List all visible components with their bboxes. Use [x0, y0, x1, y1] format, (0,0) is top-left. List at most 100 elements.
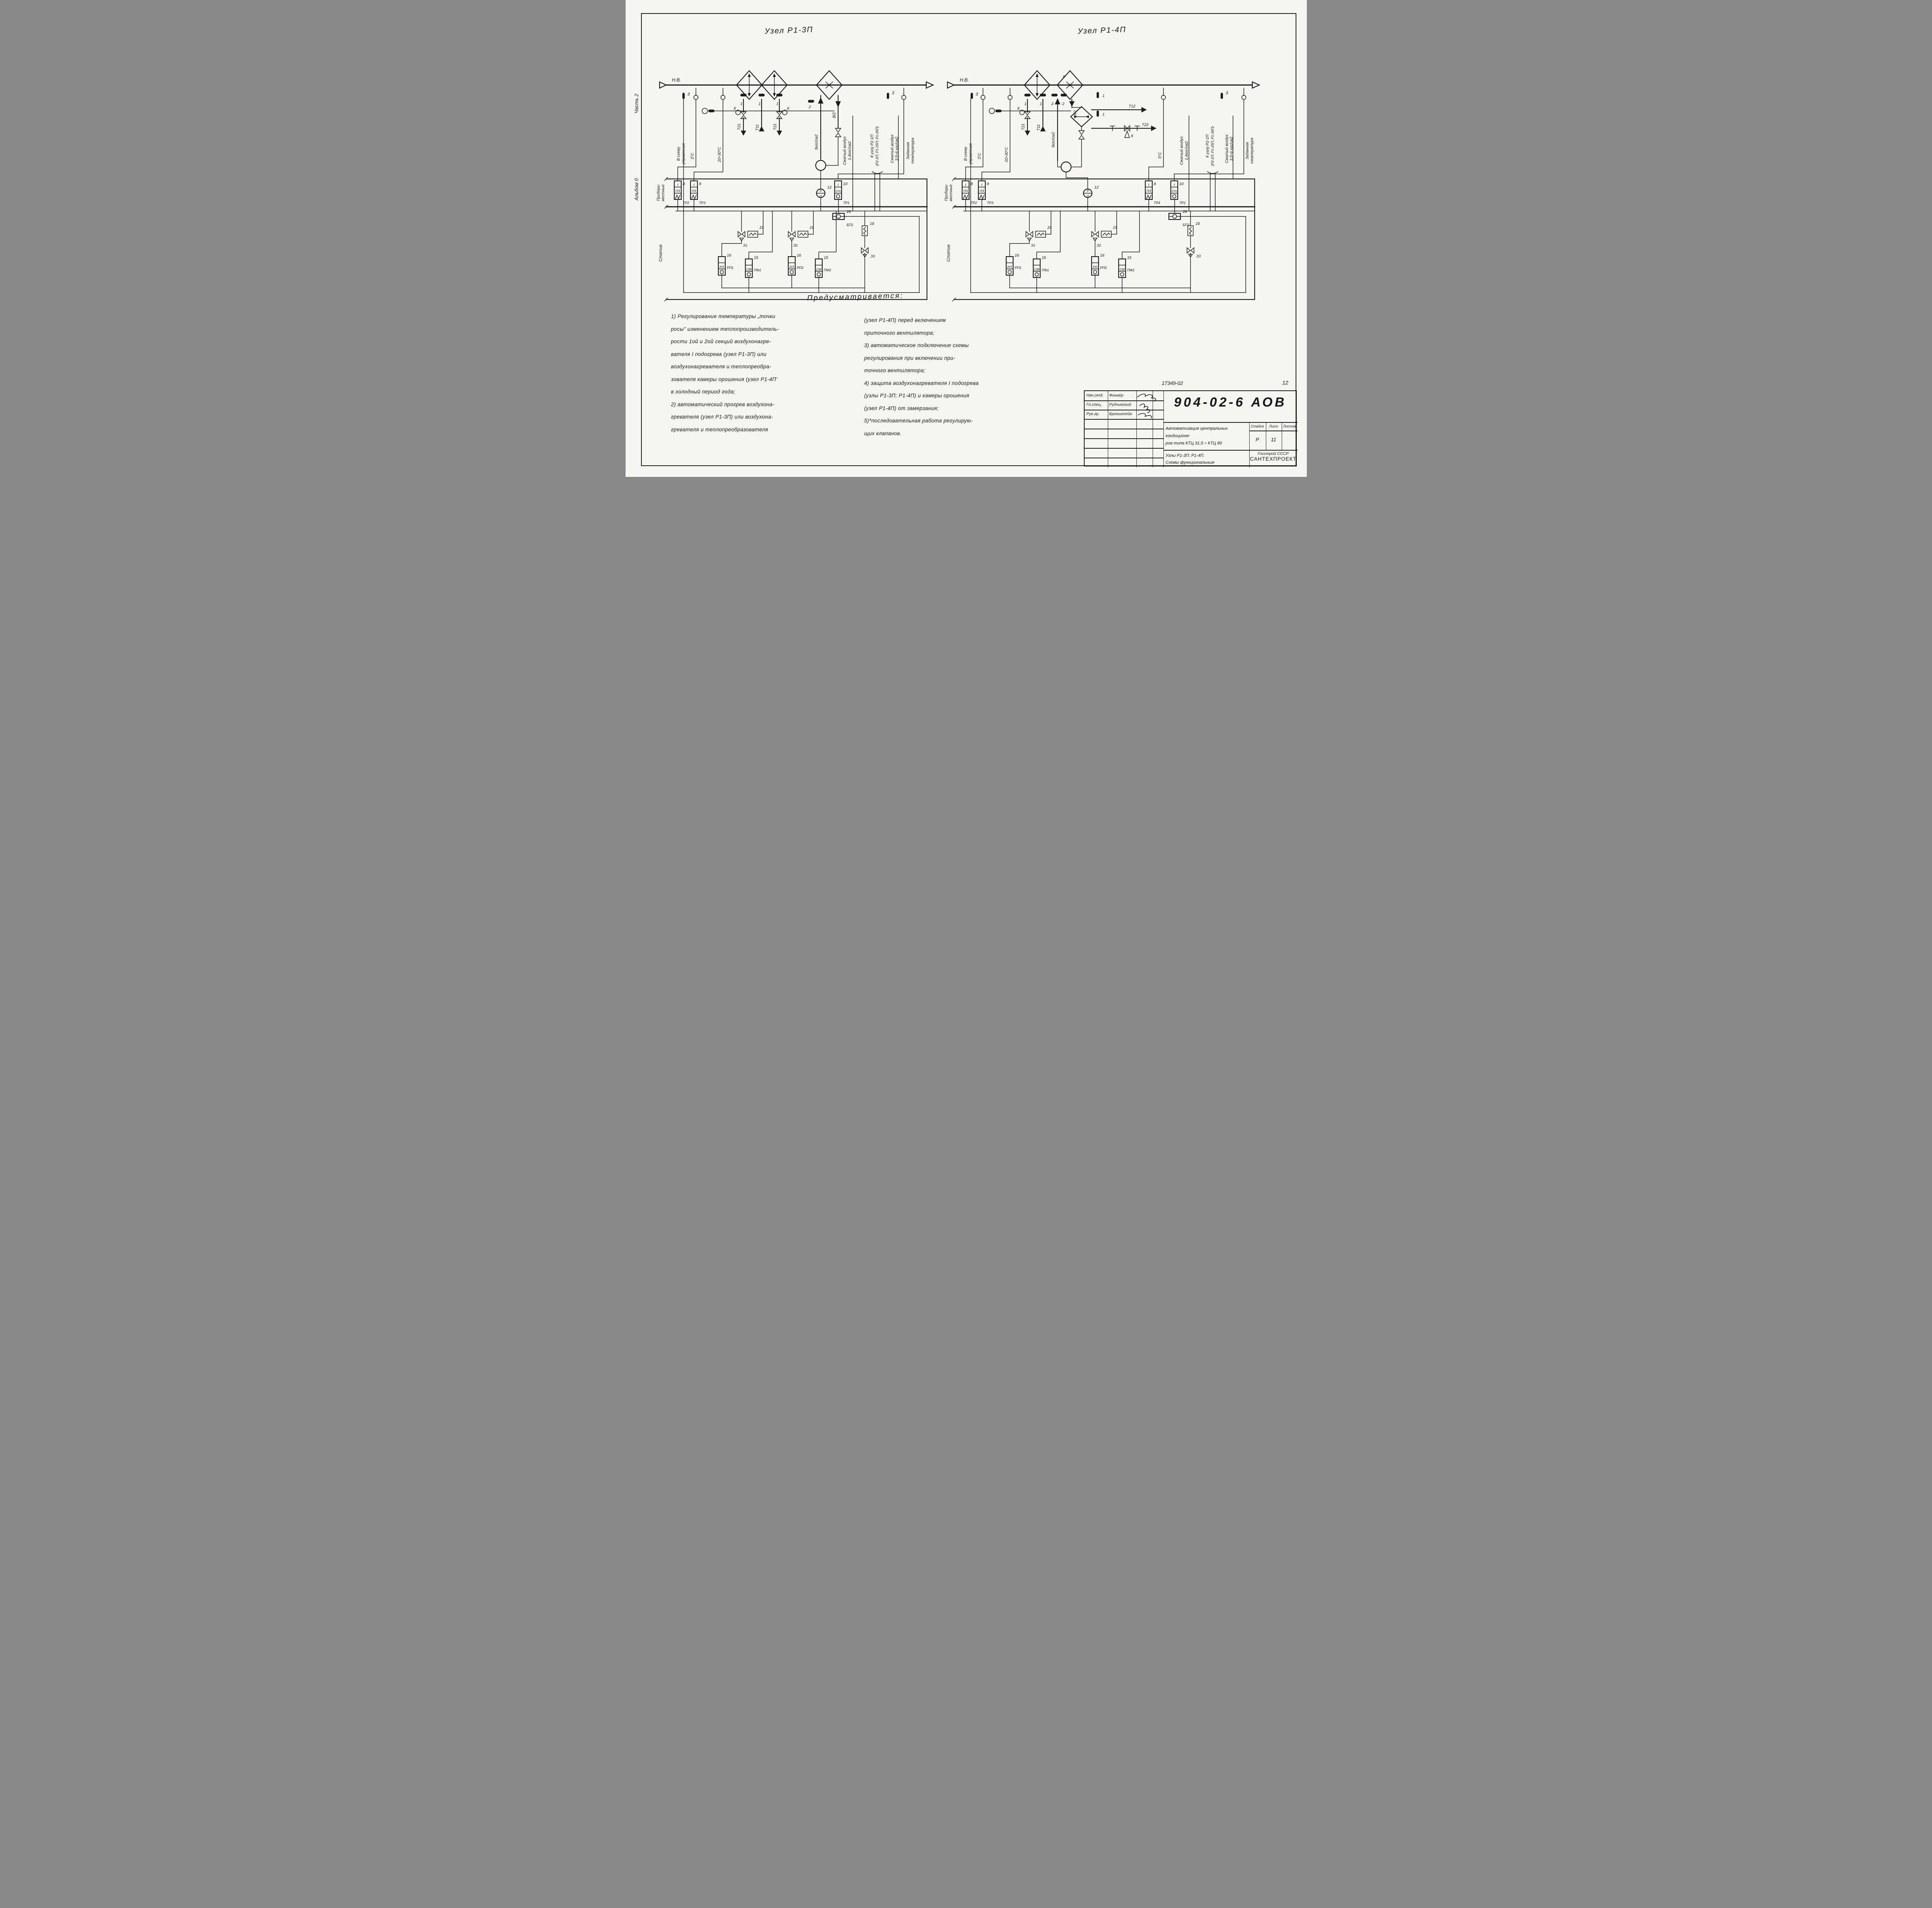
- band-label-pribory1: Приборы: [656, 184, 661, 201]
- note-line: (узел Р1-4П) от замерзания;: [864, 405, 939, 411]
- band-label-pribory2: местные: [949, 184, 953, 201]
- t3-line: [965, 99, 983, 181]
- item-tag: Э1: [1031, 243, 1035, 247]
- panel-band: Приборы местные Статив: [656, 177, 927, 301]
- valve-e3: 19 Э3: [861, 211, 875, 293]
- pipe-label-t12: Т12: [1129, 104, 1136, 109]
- kuzlu-label2: (Р2-2П; Р1-25П; Р1-26П): [1211, 126, 1214, 166]
- duct-outlet-icon: [925, 81, 934, 89]
- note-line: приточного вентилятора;: [864, 330, 935, 336]
- item-number: 19: [759, 226, 764, 230]
- thermometer-icon: [901, 88, 906, 100]
- duct-label: Н.В.: [672, 77, 681, 83]
- control-label1: В схему: [677, 146, 681, 161]
- kuzlu-label1: К узлу Р2-1П: [870, 134, 874, 158]
- org-line1: Госстрой СССР: [1257, 451, 1289, 456]
- instrument-12: Р П 12: [816, 186, 832, 198]
- item-tag: РП1: [1015, 266, 1022, 270]
- cell-p: П: [820, 195, 822, 198]
- t5-label: 5°С: [1158, 152, 1162, 159]
- valve-label: К: [1017, 107, 1020, 111]
- panel-band: Приборы местные Статив: [944, 177, 1255, 301]
- item-tag: БП1: [1183, 223, 1189, 227]
- note-line: гревателя и теплопреобразователя: [671, 426, 768, 432]
- drawing-subtitle: Узлы Р1-3П; Р1-4П. Схемы функциональные: [1166, 452, 1215, 466]
- staff-role: Нач.отд.: [1086, 393, 1104, 398]
- band-label-stativ: Статив: [946, 245, 951, 262]
- cell-sm: СМ: [816, 267, 821, 271]
- setpoint-label1: Заданная: [906, 142, 910, 159]
- item-number: 19: [810, 226, 814, 230]
- cell-sm: СМ: [1119, 267, 1125, 271]
- pipe-number: 1: [1102, 112, 1105, 117]
- stativ-wiring: [675, 197, 927, 293]
- note-line: гревателя (узел Р1-3П) или воздухона-: [671, 414, 773, 420]
- note-line: щих клапанов.: [864, 430, 902, 436]
- valve-label: К: [734, 107, 736, 111]
- duct-label: Н.В.: [960, 77, 969, 83]
- pressure-label: 3кгс/см2: [1051, 132, 1056, 148]
- thermometer-icon: [720, 88, 725, 100]
- item-tag: Э3: [871, 254, 875, 258]
- item-tag: ПФ2: [1127, 268, 1134, 272]
- item-number: 8: [971, 182, 973, 186]
- kuzlu-label1: К узлу Р2-1П: [1206, 134, 1210, 158]
- air-signal-lines: Сжатый воздух 1,4кгс/см2 К узлу Р2-1П (Р…: [837, 88, 915, 211]
- bulb-number: 3: [976, 92, 978, 97]
- bulb-icon: [682, 93, 685, 99]
- project-title-line2: ров типа КТЦ 31,5 ÷ КТЦ 80: [1165, 441, 1222, 446]
- actuator-icon: [701, 108, 708, 114]
- pipe-label-t11: Т11: [755, 124, 760, 131]
- instrument-tr1: t Ст 10 ТР1: [1170, 180, 1186, 205]
- item-number: 15: [1127, 256, 1132, 260]
- kuzlu-label2: (Р2-2П; Р1-25П; Р1-26П): [875, 126, 879, 166]
- cell-p: П: [1087, 195, 1089, 198]
- item-tag: ТР3: [699, 201, 706, 205]
- t2030-line: [693, 99, 723, 181]
- item-number: 8: [683, 182, 685, 186]
- cell-sm: СМ: [746, 267, 752, 271]
- cell-pz: ПЗ: [675, 189, 680, 193]
- cell-pz: ПЗ: [980, 189, 984, 193]
- control-label2: управления: [682, 143, 686, 165]
- cell-t: t: [837, 183, 838, 187]
- item-tag: ТР2: [971, 201, 977, 205]
- item-tag: ТР1: [843, 201, 850, 205]
- instrument-bp1: 26 БП1: [1168, 210, 1189, 227]
- duct-inlet-icon: [947, 81, 955, 89]
- setpoint-label2: температура: [911, 138, 915, 163]
- document-number: 904-02-6 АОВ: [1174, 395, 1287, 410]
- bulb-number: 3: [892, 91, 895, 95]
- note-line: 4) защита воздухонагревателя I подогрева: [864, 380, 979, 386]
- thermometer-icon: [980, 88, 985, 100]
- item-tag: ТР1: [1179, 201, 1186, 205]
- cell-rp: РП: [789, 265, 794, 269]
- pipe-t21-a: 1 К Т21: [734, 94, 747, 136]
- control-label1: В схему: [964, 146, 968, 161]
- item-tag: Э1: [743, 243, 747, 247]
- band-label-stativ: Статив: [658, 245, 663, 262]
- relay-rp1: РП 16 РП1: [718, 239, 742, 288]
- valve-e1: 19 Э1: [1025, 211, 1051, 247]
- cell-r: Р: [1087, 189, 1089, 193]
- doc-code: 17349-02: [1162, 380, 1183, 386]
- sheet-label: Лист: [1269, 424, 1278, 428]
- pipe-label-v2: В/2: [832, 112, 837, 118]
- note-line: воздухонагревателя и теплопреобра-: [671, 364, 771, 369]
- project-title: Автоматизация центральных кондиционе- ро…: [1166, 425, 1248, 447]
- pipe-number: 2: [1062, 102, 1065, 106]
- bulb-icon: [1220, 93, 1223, 99]
- note-line: росы" изменением теплопроизводитель-: [671, 326, 779, 332]
- cell-st: Ст: [835, 189, 840, 193]
- cell-rp: РП: [719, 265, 724, 269]
- item-number: 19: [1113, 226, 1117, 230]
- cell-t: t: [965, 183, 966, 187]
- item-number: 10: [1179, 182, 1184, 186]
- t3-line: [677, 99, 696, 181]
- pipe-label-t21: Т21: [773, 123, 777, 130]
- cooler-circuit: 2 В/2 3кгс/см2: [808, 95, 841, 189]
- item-tag: ТР4: [1154, 201, 1160, 205]
- pipe-label-t21: Т21: [1021, 123, 1026, 130]
- instrument-tr1: t Ст 10 ТР1: [834, 180, 850, 205]
- cell-sm: СМ: [1034, 267, 1039, 271]
